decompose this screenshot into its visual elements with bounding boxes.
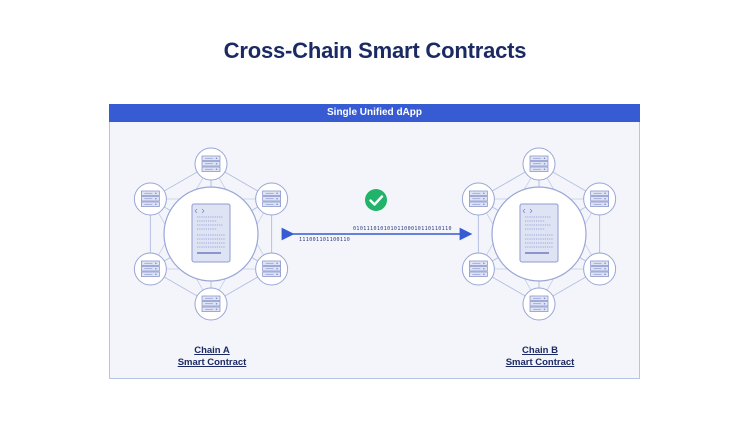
chain-b-node-5 [461,252,495,286]
server-icon [469,190,488,207]
chain-a-node-1 [194,147,228,181]
chain-b-subtitle: Smart Contract [505,357,575,368]
server-icon [469,260,488,277]
chain-a-node-3 [255,252,289,286]
contract-document-icon [519,203,559,263]
chain-a-node-4 [194,287,228,321]
chain-b-label: Chain B Smart Contract [480,345,600,369]
chain-b-name: Chain B [522,345,558,356]
check-circle-icon [365,189,387,211]
server-icon [201,155,221,172]
dapp-banner: Single Unified dApp [109,104,640,122]
server-icon [141,190,160,207]
server-icon [529,155,549,172]
server-icon [590,190,609,207]
chain-a-node-5 [133,252,167,286]
chain-a-node-6 [133,182,167,216]
chain-b-node-6 [461,182,495,216]
chain-a-label: Chain A Smart Contract [152,345,272,369]
contract-document-icon [191,203,231,263]
chain-a-subtitle: Smart Contract [177,357,247,368]
chain-b-network [461,147,617,321]
chain-a-contract-node [163,186,259,282]
bits-top: 01011101010101100010110110110 [353,226,452,232]
chain-a-name: Chain A [194,345,230,356]
chain-b-node-1 [522,147,556,181]
chain-b-node-2 [583,182,617,216]
server-icon [590,260,609,277]
server-icon [529,295,549,312]
server-icon [201,295,221,312]
bits-bottom: 111001101100110 [299,237,351,243]
page-title: Cross-Chain Smart Contracts [223,38,527,63]
server-icon [262,190,281,207]
chain-b-contract-node [491,186,587,282]
chain-a-node-2 [255,182,289,216]
server-icon [262,260,281,277]
chain-b-node-3 [583,252,617,286]
chain-b-node-4 [522,287,556,321]
server-icon [141,260,160,277]
chain-a-network [133,147,289,321]
